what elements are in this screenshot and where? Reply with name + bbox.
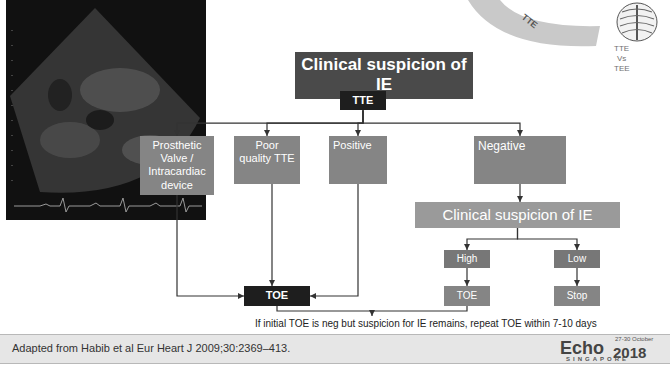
- logo-text: SINGAPORE: [566, 356, 629, 363]
- ecg-trace: [14, 198, 202, 212]
- connector: [467, 228, 518, 250]
- ribcage-icon: [617, 3, 657, 41]
- logo-text: TTE: [614, 44, 629, 53]
- note-text: If initial TOE is neg but suspicion for …: [255, 318, 597, 330]
- node-text: Positive: [333, 139, 372, 152]
- logo-band: [468, 0, 600, 46]
- process-box: Stop: [554, 286, 600, 306]
- ribcage-icon: [620, 9, 654, 33]
- connector: [177, 195, 244, 296]
- echo-cavity: [86, 110, 114, 130]
- node-text: TOE: [266, 289, 288, 302]
- node-text: Low: [568, 253, 586, 265]
- node-text: TTE: [353, 94, 374, 107]
- logo-text: 27-30 October: [615, 336, 653, 343]
- echo-texture: [80, 68, 160, 112]
- process-box: Prosthetic Valve / Intracardiac device: [140, 136, 214, 195]
- connector: [267, 110, 363, 136]
- process-box: TOE: [244, 286, 310, 306]
- connector: [576, 268, 577, 286]
- process-box: High: [444, 250, 490, 268]
- node-text: Clinical suspicion of IE: [299, 55, 469, 96]
- connector: [363, 110, 520, 136]
- logo-text: TEE: [614, 64, 630, 73]
- process-box: Poor quality TTE: [234, 136, 300, 184]
- process-box: Positive: [329, 136, 387, 184]
- connector: [358, 110, 363, 136]
- node-text: Prosthetic Valve / Intracardiac device: [144, 139, 210, 192]
- decision-box: Clinical suspicion of IE: [415, 202, 620, 228]
- connector: [518, 228, 578, 250]
- echo-cavity: [48, 79, 72, 111]
- node-text: Poor quality TTE: [238, 139, 296, 165]
- node-text: Stop: [567, 290, 588, 302]
- node-text: High: [457, 253, 478, 265]
- connector: [310, 184, 358, 296]
- node-text: Clinical suspicion of IE: [442, 206, 592, 224]
- logo-text: TTE: [520, 12, 540, 31]
- connector: [271, 184, 272, 286]
- citation-text: Adapted from Habib et al Eur Heart J 200…: [12, 342, 290, 355]
- connector: [466, 268, 467, 286]
- process-box: TOE: [444, 286, 490, 306]
- process-box: Low: [554, 250, 600, 268]
- logo-text: Vs: [617, 54, 626, 63]
- logo-text: Echo: [560, 338, 604, 359]
- leader-line: [371, 311, 372, 316]
- node-text: Negative: [478, 139, 525, 153]
- node-text: TOE: [457, 290, 477, 302]
- depth-scale: [12, 30, 13, 190]
- connector: [519, 184, 520, 202]
- leader-line: [277, 306, 467, 311]
- process-box: TTE: [340, 91, 386, 110]
- process-box: Negative: [474, 136, 566, 184]
- connector: [177, 110, 363, 136]
